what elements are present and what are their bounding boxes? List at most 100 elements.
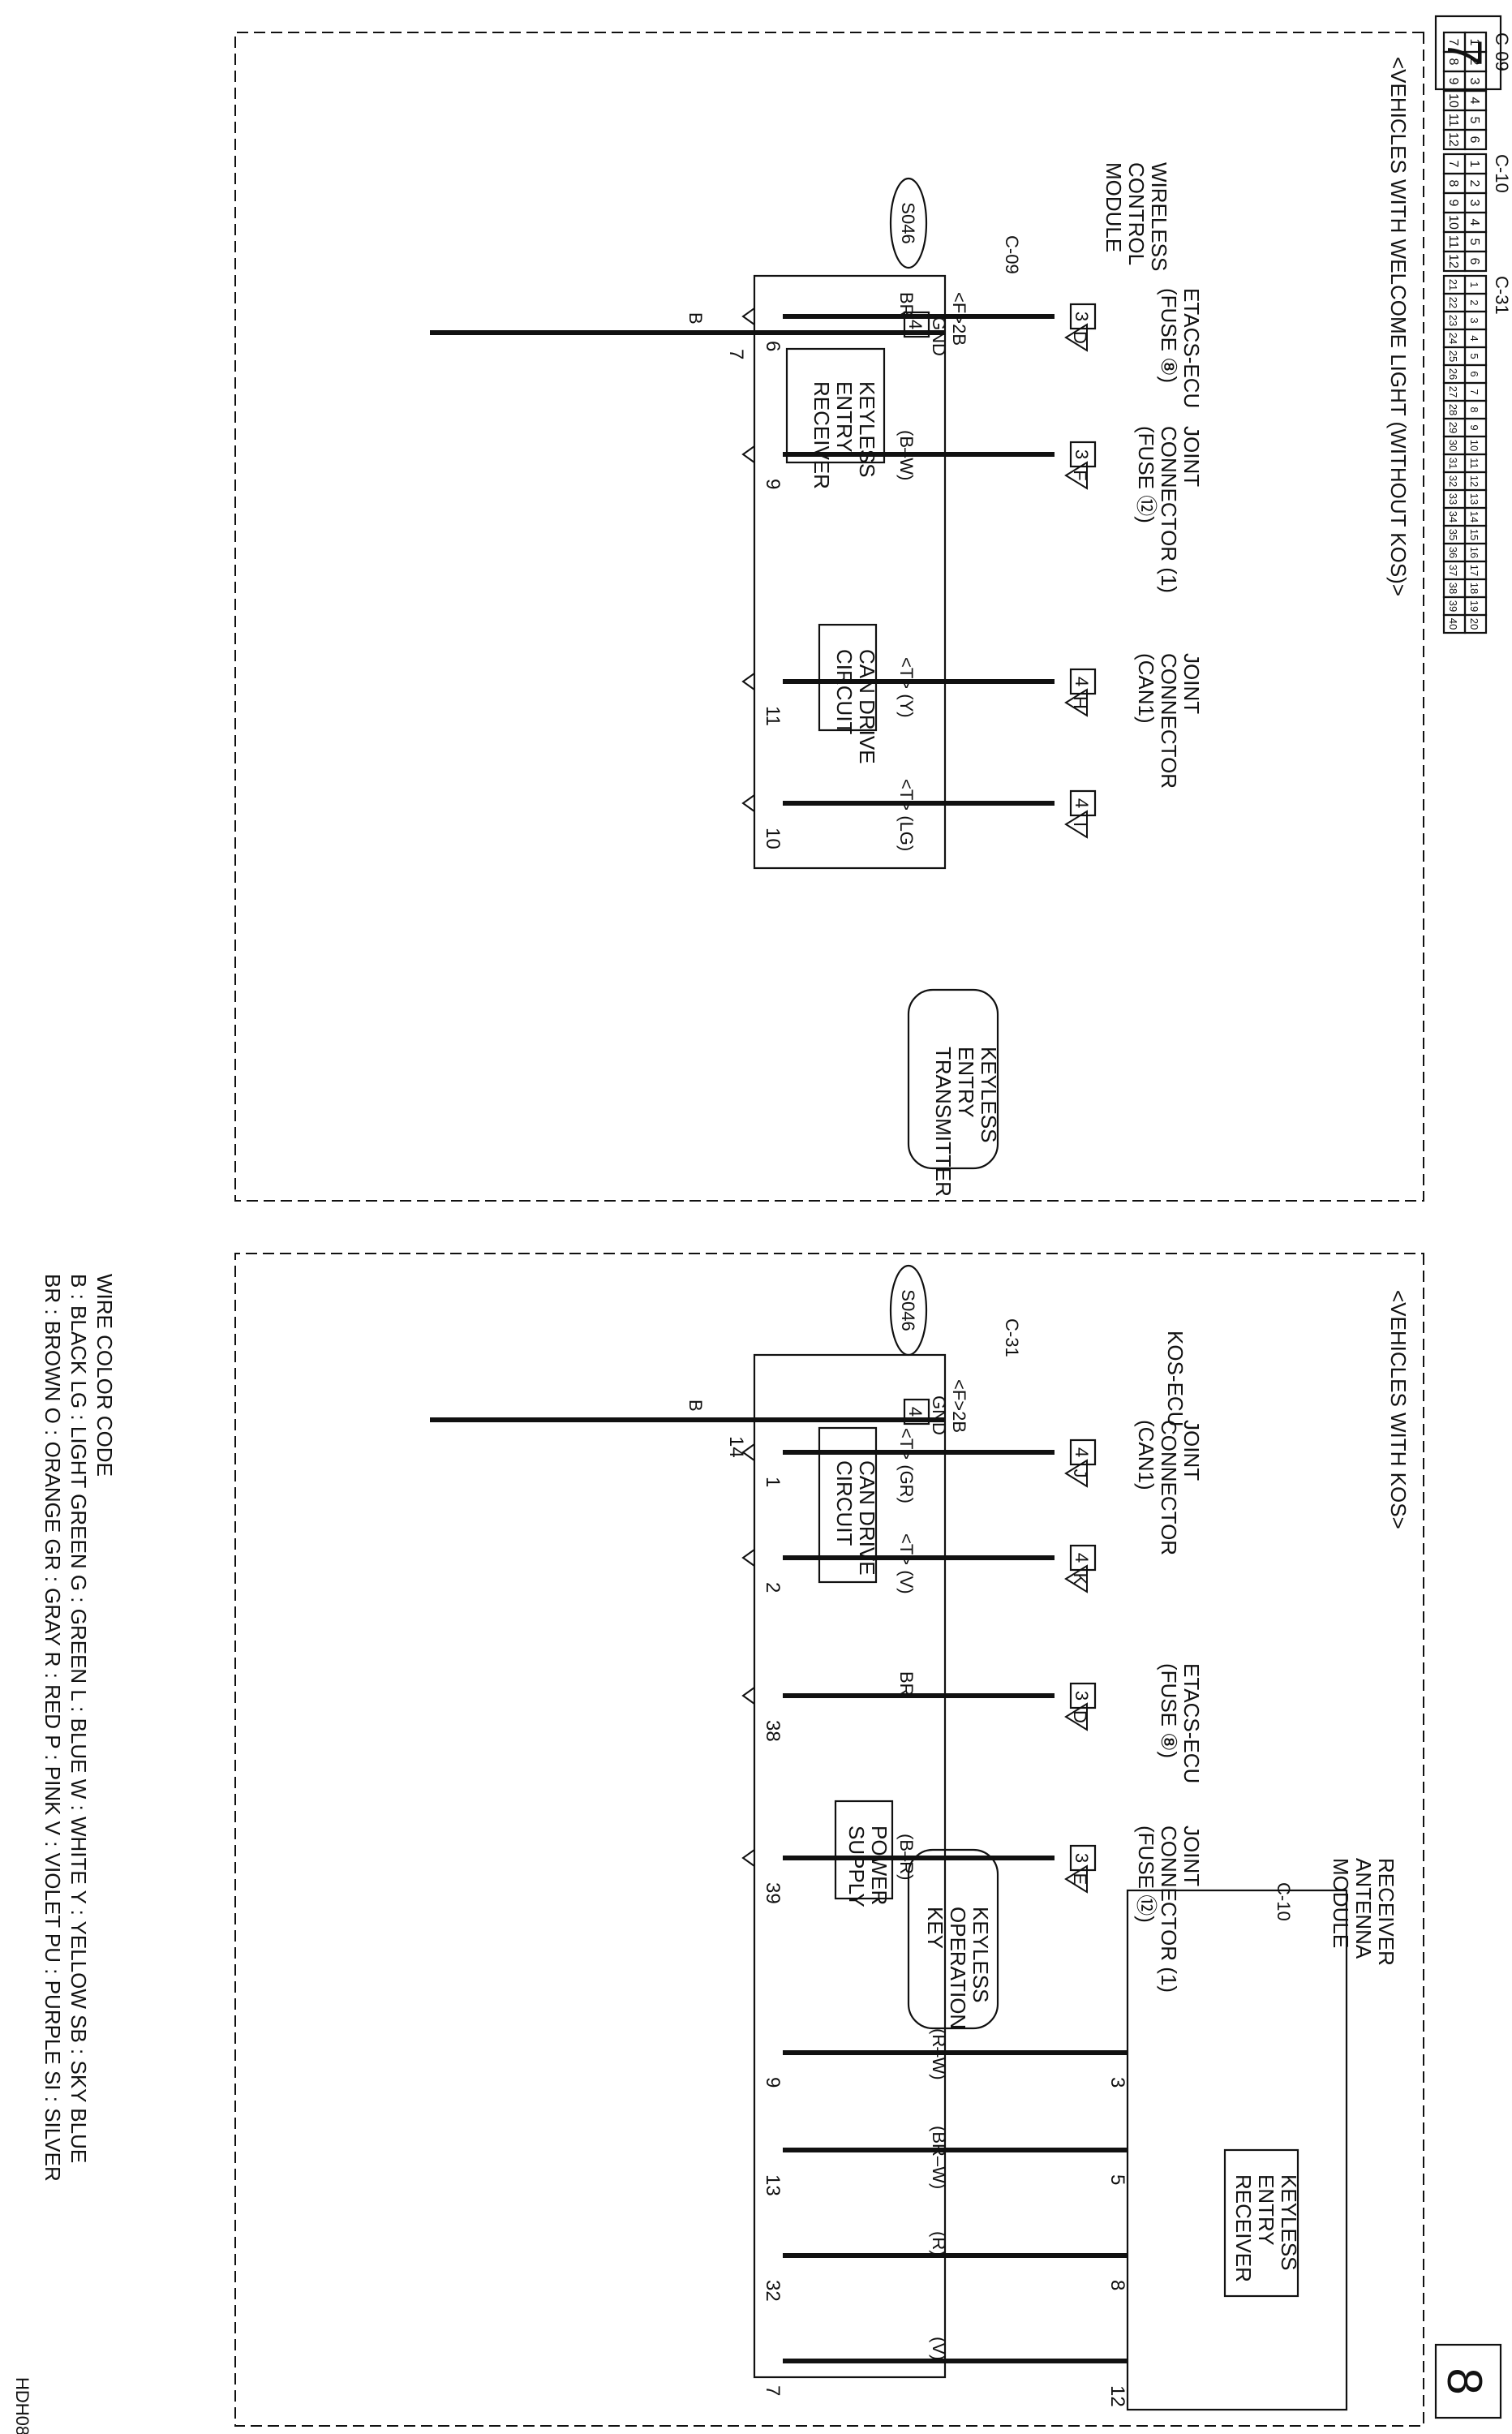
page-number-right: 8 xyxy=(1437,2367,1492,2394)
connector-letter: F xyxy=(1070,470,1090,480)
connector-pin-number: 5 xyxy=(1468,353,1480,359)
source-name: (CAN1) xyxy=(1134,653,1158,724)
module-name-kos: KOS-ECU xyxy=(1163,1331,1188,1426)
source-number-box-text: 4 xyxy=(1072,798,1092,808)
connector-pin-number: 9 xyxy=(1446,78,1460,85)
wire-color-code-title: WIRE COLOR CODE xyxy=(92,1274,117,1477)
source-name: ETACS-ECU xyxy=(1179,1663,1204,1783)
connector-pin-number: 7 xyxy=(1446,39,1460,46)
source-name: JOINT xyxy=(1179,653,1204,714)
connector-pin-number: 29 xyxy=(1447,422,1459,433)
connector-pin-number: 17 xyxy=(1468,565,1480,576)
connector-pin-number: 10 xyxy=(1446,93,1460,108)
section-title-kos: <VEHICLES WITH KOS> xyxy=(1386,1290,1411,1529)
splice-ellipse-kos xyxy=(889,1264,928,1357)
source-number-box xyxy=(1069,789,1097,817)
wire-color-code-line2: BR : BROWN O : ORANGE GR : GRAY R : RED … xyxy=(41,1274,65,2182)
pin-mark xyxy=(741,307,755,325)
source-name: JOINT xyxy=(1179,1826,1204,1886)
wire-color-label: (R–W) xyxy=(929,2028,949,2080)
receiver-antenna-module-label: MODULE xyxy=(1329,1858,1353,1948)
ground-wire-color: B xyxy=(685,1400,706,1412)
connector-pin-number: 12 xyxy=(1446,254,1460,269)
connector-pin-number: 20 xyxy=(1468,618,1480,630)
keyless-entry-receiver-label: RECEIVER xyxy=(1231,2174,1256,2282)
wire-color-label: <T> (V) xyxy=(896,1533,917,1594)
wire-color-label: <T> (LG) xyxy=(896,779,917,851)
wire-color-label: <T> (GR) xyxy=(896,1428,917,1503)
connector-pin-number: 1 xyxy=(1467,161,1481,168)
connector-triangle xyxy=(1064,1864,1088,1894)
connector-cell xyxy=(1442,613,1467,634)
pin-number: 8 xyxy=(1106,2280,1128,2290)
source-number-box-text: 4 xyxy=(1072,1553,1092,1563)
gnd-pin-number: 14 xyxy=(725,1436,747,1458)
pin-number: 38 xyxy=(762,1720,784,1742)
connector-letter: K xyxy=(1070,1573,1090,1585)
pin-number: 13 xyxy=(762,2174,784,2196)
pin-mark xyxy=(741,1443,755,1461)
connector-pin-number: 2 xyxy=(1468,299,1480,305)
connector-pin-number: 5 xyxy=(1467,239,1481,246)
connector-pin-number: 33 xyxy=(1447,493,1459,505)
pin-number: 3 xyxy=(1106,2077,1128,2088)
can-drive-circuit-box xyxy=(818,623,878,732)
wire-color-label: (B–W) xyxy=(896,430,917,480)
source-number-box-text: 3 xyxy=(1072,1691,1092,1701)
connector-id-C-31: C-31 xyxy=(1492,276,1512,315)
pin-number: 39 xyxy=(762,1882,784,1904)
module-name-welcome: MODULE xyxy=(1102,162,1126,252)
source-number-box-text: 3 xyxy=(1072,312,1092,321)
keyless-entry-transmitter-box xyxy=(907,988,999,1170)
keyless-entry-receiver-label: ENTRY xyxy=(1254,2174,1278,2246)
ground-tag: <F>2B xyxy=(949,1379,969,1433)
connector-pin-number: 26 xyxy=(1447,368,1459,380)
connector-pin-number: 1 xyxy=(1468,282,1480,287)
pin-number: 11 xyxy=(762,706,784,726)
connector-pin-number: 18 xyxy=(1468,583,1480,594)
connector-triangle xyxy=(1064,1459,1088,1488)
connector-id-C-09: C-09 xyxy=(1492,32,1512,71)
connector-pin-number: 12 xyxy=(1446,132,1460,147)
connector-pin-number: 40 xyxy=(1447,618,1459,630)
connector-pin-number: 27 xyxy=(1447,386,1459,398)
module-conn-welcome: C-09 xyxy=(1002,235,1022,274)
can-drive-circuit-label: CIRCUIT xyxy=(832,649,857,735)
connector-pin-number: 8 xyxy=(1468,406,1480,412)
page-number-box-left xyxy=(1434,15,1502,91)
source-name: (FUSE ⑧) xyxy=(1157,288,1181,383)
source-number-box xyxy=(1069,1844,1097,1872)
connector-pin-number: 24 xyxy=(1447,333,1459,344)
receiver-antenna-conn: C-10 xyxy=(1274,1882,1294,1921)
wireless-control-module-box xyxy=(753,274,947,870)
splice-label: S046 xyxy=(898,202,918,243)
connector-triangle xyxy=(1064,461,1088,490)
ground-wire-color: B xyxy=(685,312,706,325)
connector-pin-number: 9 xyxy=(1446,200,1460,207)
connector-pin-number: 6 xyxy=(1468,371,1480,376)
keyless-operation-key-label: KEY xyxy=(923,1907,947,1949)
keyless-entry-transmitter-label: ENTRY xyxy=(954,1047,978,1118)
connector-pin-number: 13 xyxy=(1468,493,1480,505)
source-name: CONNECTOR xyxy=(1157,1420,1181,1555)
keyless-entry-receiver-box xyxy=(785,347,886,464)
pin-number: 10 xyxy=(762,828,784,849)
power-supply-label: POWER xyxy=(867,1826,891,1905)
source-name: (FUSE ⑫) xyxy=(1134,426,1158,523)
connector-pin-number: 2 xyxy=(1467,180,1481,187)
connector-pin-number: 2 xyxy=(1467,58,1481,66)
source-name: ETACS-ECU xyxy=(1179,288,1204,408)
pin-number: 9 xyxy=(762,2077,784,2088)
splice-label: S046 xyxy=(898,1289,918,1331)
module-name-welcome: CONTROL xyxy=(1124,162,1149,265)
page-number-box-right xyxy=(1434,2343,1502,2419)
connector-pin-number: 11 xyxy=(1446,114,1460,127)
connector-pin-number: 8 xyxy=(1446,58,1460,66)
gnd-label: GND xyxy=(929,316,949,356)
connector-triangle xyxy=(1064,1702,1088,1731)
pin-mark xyxy=(741,1687,755,1705)
pin-mark xyxy=(741,1549,755,1567)
connector-pin-number: 6 xyxy=(1467,258,1481,265)
connector-cell xyxy=(1442,250,1467,273)
connector-pin-number: 12 xyxy=(1468,475,1480,487)
